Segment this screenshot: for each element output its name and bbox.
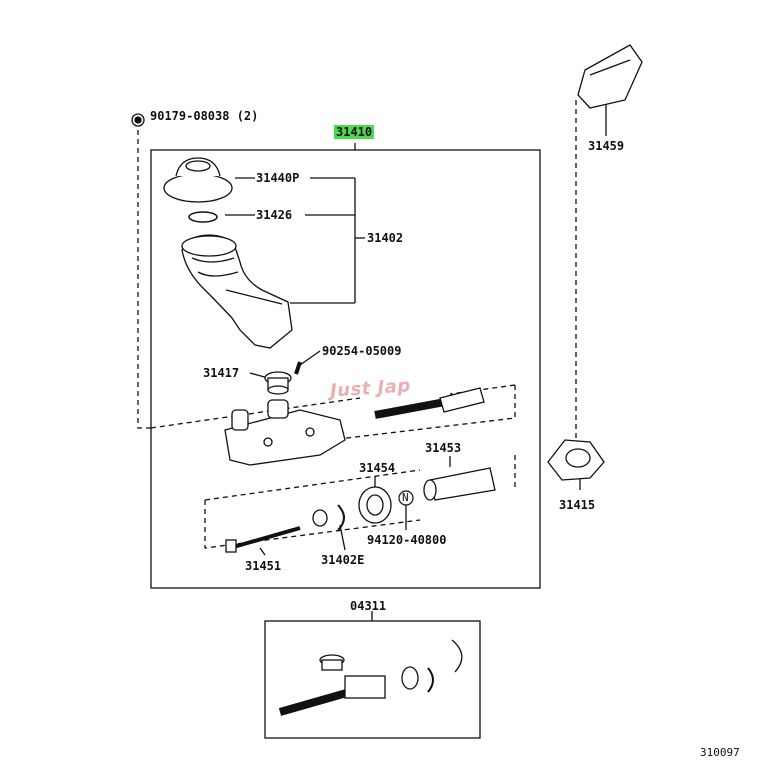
note-n-icon (398, 490, 414, 506)
label-seal: 31453 (425, 441, 462, 455)
assembly-frame (150, 149, 541, 589)
reservoir-icon (181, 234, 293, 349)
figure-number: 310097 (700, 746, 740, 759)
label-oring: 31426 (256, 208, 293, 222)
label-note-n: N (402, 491, 409, 504)
boot-mount-icon (547, 439, 605, 481)
label-plug: 31417 (203, 366, 240, 380)
label-kit: 04311 (350, 599, 387, 613)
washer-icon (312, 509, 328, 527)
reservoir-cap-icon (163, 157, 233, 203)
bracket-icon (577, 44, 643, 109)
plug-icon (264, 371, 292, 395)
label-reservoir-cap: 31440P (256, 171, 300, 185)
pin-icon (294, 361, 302, 375)
snap-ring-icon (337, 504, 345, 531)
label-cup: 31454 (359, 461, 396, 475)
label-pin: 90254-05009 (322, 344, 402, 358)
label-push-rod: 31451 (245, 559, 282, 573)
spring-piston-icon (374, 387, 485, 419)
master-cylinder-icon (224, 399, 346, 466)
label-bracket: 31459 (588, 139, 625, 153)
label-snap-ring: 31402E (321, 553, 365, 567)
label-boot-mount: 31415 (559, 498, 596, 512)
push-rod-icon (225, 526, 301, 553)
label-nut: 90179-08038 (2) (150, 109, 259, 123)
cup-seal-icon (358, 486, 392, 524)
label-assy: 31410 (334, 125, 375, 139)
nut-icon (131, 113, 145, 127)
label-kit-seal: 94120-40800 (367, 533, 447, 547)
seal-piston-icon (423, 467, 496, 501)
label-reservoir: 31402 (367, 231, 404, 245)
kit-parts-icon (278, 639, 463, 716)
oring-icon (188, 211, 218, 223)
